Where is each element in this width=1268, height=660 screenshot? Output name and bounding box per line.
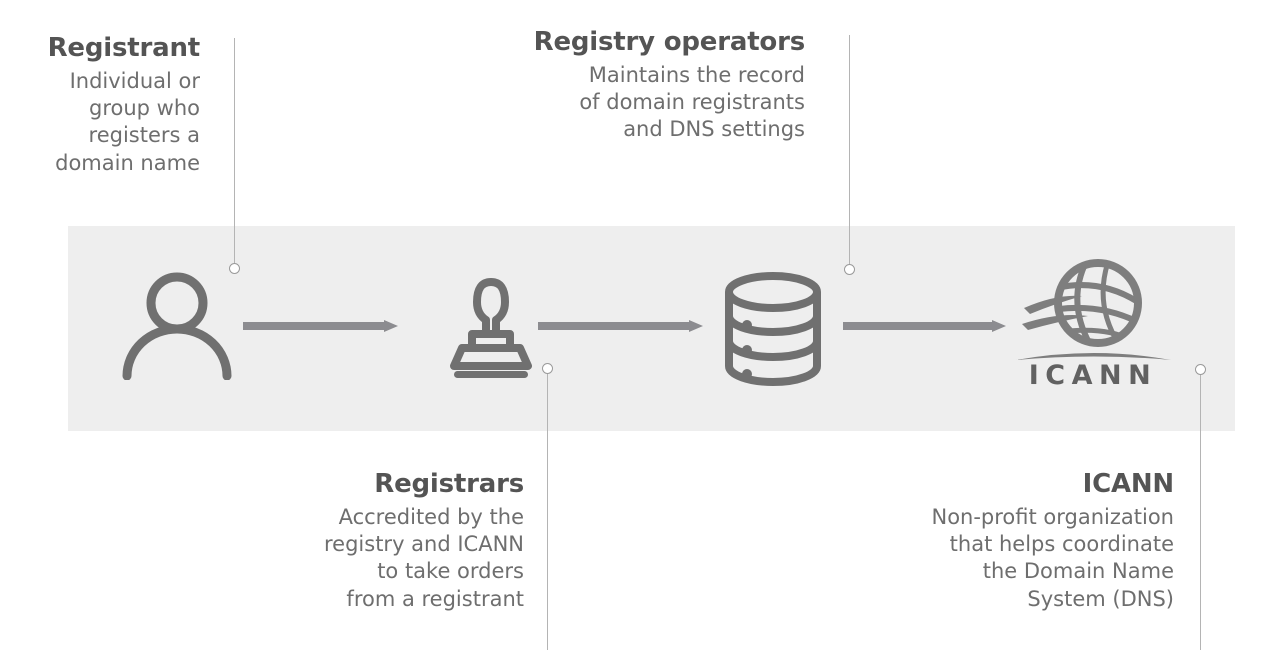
label-title-icann: ICANN xyxy=(1082,469,1175,499)
arrow-registrars-to-registry xyxy=(538,320,703,332)
stamp-icon xyxy=(442,268,540,384)
arrow-registrant-to-registrars xyxy=(243,320,398,332)
label-block-registrant: Registrant Individual or group who regis… xyxy=(20,32,201,177)
person-icon xyxy=(116,272,238,384)
label-block-registry-operators: Registry operators Maintains the record … xyxy=(490,26,806,144)
icann-globe-logo: ICANN xyxy=(1008,258,1178,391)
connector-dot-registrars xyxy=(542,363,553,374)
connector-dot-registry-operators xyxy=(844,264,855,275)
label-description-icann: Non-profit organization that helps coord… xyxy=(931,504,1174,611)
connector-line-icann xyxy=(1200,369,1201,650)
connector-line-registrars xyxy=(547,368,548,650)
arrow-head xyxy=(384,320,398,332)
label-description-registry-operators: Maintains the record of domain registran… xyxy=(579,62,805,142)
arrow-head xyxy=(992,320,1006,332)
connector-dot-icann xyxy=(1195,364,1206,375)
label-block-icann: ICANN Non-profit organization that helps… xyxy=(880,468,1174,613)
label-description-registrars: Accredited by the registry and ICANN to … xyxy=(324,504,524,611)
label-title-registrars: Registrars xyxy=(374,469,524,499)
arrow-shaft xyxy=(843,322,992,330)
label-description-registrant: Individual or group who registers a doma… xyxy=(55,68,200,175)
arrow-registry-to-icann xyxy=(843,320,1006,332)
database-icon xyxy=(723,270,823,392)
label-title-registrant: Registrant xyxy=(47,33,201,63)
connector-line-registry-operators xyxy=(849,35,850,269)
label-title-registry-operators: Registry operators xyxy=(533,27,806,57)
connector-line-registrant xyxy=(234,38,235,268)
connector-dot-registrant xyxy=(229,263,240,274)
arrow-shaft xyxy=(538,322,689,330)
arrow-shaft xyxy=(243,322,384,330)
arrow-head xyxy=(689,320,703,332)
icann-wordmark: ICANN xyxy=(1029,360,1157,386)
label-block-registrars: Registrars Accredited by the registry an… xyxy=(300,468,524,613)
